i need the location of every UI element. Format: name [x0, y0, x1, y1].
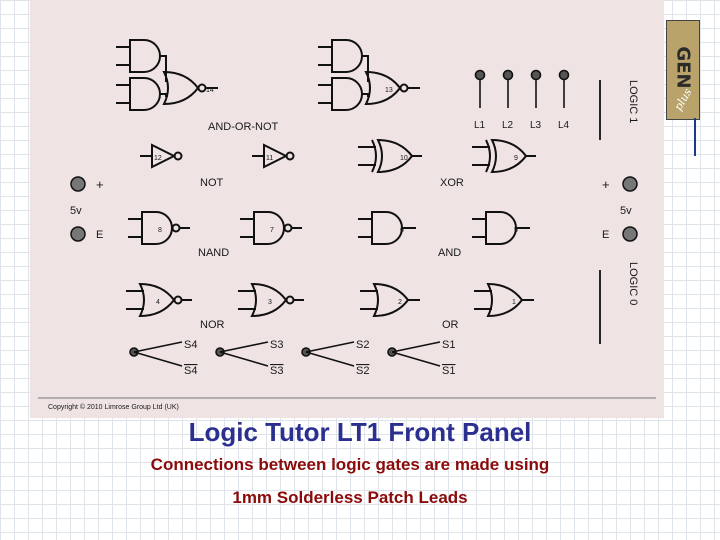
- switch-label: S2: [356, 339, 369, 351]
- led-label: L4: [558, 120, 570, 131]
- xor-gate-9: [471, 139, 537, 173]
- and-gate-5: [471, 211, 531, 245]
- xor-label: XOR: [440, 177, 464, 189]
- switch-s1: [387, 341, 441, 367]
- gate-number: 14: [206, 87, 214, 94]
- switch-label-inverted: S2: [356, 365, 369, 377]
- gate-number: 13: [385, 87, 393, 94]
- or-gate-1: [473, 283, 535, 317]
- xor-gate-10: [357, 139, 423, 173]
- switch-s3: [215, 341, 269, 367]
- or-gate-2: [359, 283, 421, 317]
- e-label-right: E: [602, 229, 609, 241]
- and-label: AND: [438, 247, 461, 259]
- gate-number: 12: [154, 155, 162, 162]
- switch-label: S3: [270, 339, 283, 351]
- led-icon: [558, 69, 570, 81]
- led-label: L2: [502, 120, 514, 131]
- socket-icon: [622, 176, 638, 192]
- switch-s2: [301, 341, 355, 367]
- socket-icon: [70, 176, 86, 192]
- nor-label: NOR: [200, 319, 225, 331]
- front-panel-svg: 14 13 AND-OR-NOT 12 11 NOT 10 9 XOR 8 7 …: [38, 39, 656, 411]
- gate-number: 2: [398, 299, 402, 306]
- switch-label-inverted: S3: [270, 365, 283, 377]
- gate-number: 8: [158, 227, 162, 234]
- gate-number: 7: [270, 227, 274, 234]
- led-icon: [502, 69, 514, 81]
- plus-label-left: +: [96, 177, 104, 192]
- not-label: NOT: [200, 177, 224, 189]
- switch-label-inverted: S4: [184, 365, 197, 377]
- gate-number: 6: [400, 227, 404, 234]
- led-icon: [530, 69, 542, 81]
- subtitle-line-1: Connections between logic gates are made…: [150, 455, 550, 474]
- gate-number: 11: [266, 155, 273, 162]
- logo-sub-text: plus: [671, 86, 695, 113]
- logo-accent-line: [694, 118, 696, 156]
- gate-number: 9: [514, 155, 518, 162]
- led-indicators: [474, 69, 570, 108]
- five-v-label-right: 5v: [620, 205, 632, 217]
- plus-label-right: +: [602, 177, 610, 192]
- switch-label: S4: [184, 339, 197, 351]
- gate-number: 5: [514, 227, 518, 234]
- switch-label: S1: [442, 339, 455, 351]
- and-or-not-label: AND-OR-NOT: [208, 121, 279, 133]
- gate-number: 10: [400, 155, 408, 162]
- copyright-text: Copyright © 2010 Limrose Group Ltd (UK): [48, 403, 179, 411]
- power-sockets: [70, 176, 638, 242]
- gen-plus-logo: GEN plus: [666, 20, 700, 120]
- front-panel-diagram: 14 13 AND-OR-NOT 12 11 NOT 10 9 XOR 8 7 …: [30, 0, 664, 418]
- logic1-label: LOGIC 1: [627, 80, 639, 123]
- gate-number: 3: [268, 299, 272, 306]
- switch-label-inverted: S1: [442, 365, 455, 377]
- e-label-left: E: [96, 229, 103, 241]
- socket-icon: [622, 226, 638, 242]
- led-label: L3: [530, 120, 542, 131]
- gate-number: 1: [512, 299, 516, 306]
- led-icon: [474, 69, 486, 81]
- and-gate-6: [357, 211, 417, 245]
- or-label: OR: [442, 319, 459, 331]
- gate-number: 4: [156, 299, 160, 306]
- and-or-not-gate-13: [317, 39, 421, 111]
- switch-s4: [129, 341, 183, 367]
- socket-icon: [70, 226, 86, 242]
- five-v-label-left: 5v: [70, 205, 82, 217]
- led-label: L1: [474, 120, 486, 131]
- and-or-not-gate-14: [115, 39, 219, 111]
- nand-label: NAND: [198, 247, 229, 259]
- page-title: Logic Tutor LT1 Front Panel: [188, 417, 532, 447]
- subtitle-line-2: 1mm Solderless Patch Leads: [232, 488, 468, 507]
- logic0-label: LOGIC 0: [627, 262, 639, 305]
